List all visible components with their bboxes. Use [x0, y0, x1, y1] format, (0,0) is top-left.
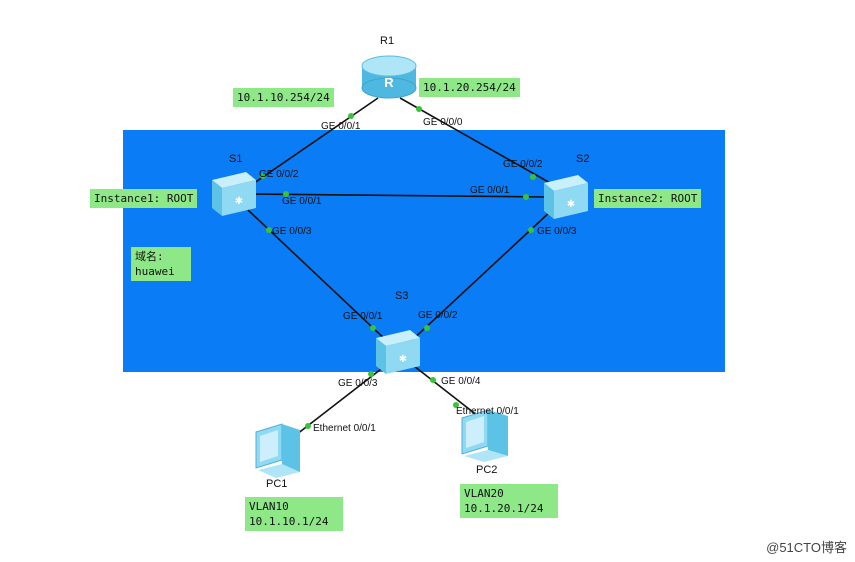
pc2-info-tag: VLAN20 10.1.20.1/24 [460, 484, 558, 518]
pc1-ip: 10.1.10.1/24 [249, 515, 329, 528]
device-label-s3: S3 [395, 290, 409, 302]
pc2-vlan: VLAN20 [464, 487, 504, 500]
port-label: GE 0/0/2 [503, 159, 543, 170]
pc-icon[interactable] [255, 423, 300, 478]
domain-name-label: 域名: [135, 250, 164, 263]
domain-name-value: huawei [135, 265, 175, 278]
svg-text:✱: ✱ [567, 199, 575, 210]
link-r1-s1 [243, 97, 379, 191]
link-s1-s2 [249, 193, 549, 198]
port-label: GE 0/0/3 [272, 226, 312, 237]
device-label-s1: S1 [229, 153, 243, 165]
router-icon[interactable]: R [361, 55, 417, 99]
device-label-r1: R1 [380, 35, 395, 47]
link-s3-pc2 [413, 365, 479, 417]
s1-instance-tag: Instance1: ROOT [90, 189, 198, 208]
port-label: Ethernet 0/0/1 [456, 406, 519, 417]
port-label: GE 0/0/1 [470, 185, 510, 196]
device-label-s2: S2 [576, 153, 590, 165]
pc1-info-tag: VLAN10 10.1.10.1/24 [245, 497, 343, 531]
mstp-region [123, 130, 725, 372]
switch-icon[interactable]: ✱ [544, 175, 588, 219]
pc2-ip: 10.1.20.1/24 [464, 502, 544, 515]
s2-instance-tag: Instance2: ROOT [594, 189, 702, 208]
port-label: GE 0/0/2 [418, 310, 458, 321]
svg-text:✱: ✱ [399, 354, 407, 365]
svg-text:R: R [384, 75, 394, 90]
link-s1-s3 [247, 209, 389, 343]
switch-icon[interactable]: ✱ [376, 330, 420, 374]
domain-name-tag: 域名: huawei [131, 247, 191, 281]
pc-icon[interactable] [461, 409, 508, 462]
port-label: GE 0/0/3 [338, 378, 378, 389]
port-label: GE 0/0/1 [321, 121, 361, 132]
switch-icon[interactable]: ✱ [212, 172, 256, 216]
pc1-vlan: VLAN10 [249, 500, 289, 513]
port-label: GE 0/0/1 [343, 311, 383, 322]
device-label-pc1: PC1 [266, 478, 288, 490]
r1-right-ip-tag: 10.1.20.254/24 [419, 78, 520, 97]
link-r1-s2 [399, 97, 553, 185]
port-label: GE 0/0/2 [259, 169, 299, 180]
port-label: GE 0/0/3 [537, 226, 577, 237]
port-label: GE 0/0/0 [423, 117, 463, 128]
r1-left-ip-tag: 10.1.10.254/24 [233, 88, 334, 107]
link-s2-s3 [409, 209, 553, 343]
svg-text:✱: ✱ [235, 196, 243, 207]
watermark: @51CTO博客 [766, 540, 847, 555]
port-label: GE 0/0/4 [441, 376, 481, 387]
device-label-pc2: PC2 [476, 464, 498, 476]
port-label: Ethernet 0/0/1 [313, 423, 376, 434]
port-dots [260, 106, 536, 429]
port-label: GE 0/0/1 [282, 196, 322, 207]
